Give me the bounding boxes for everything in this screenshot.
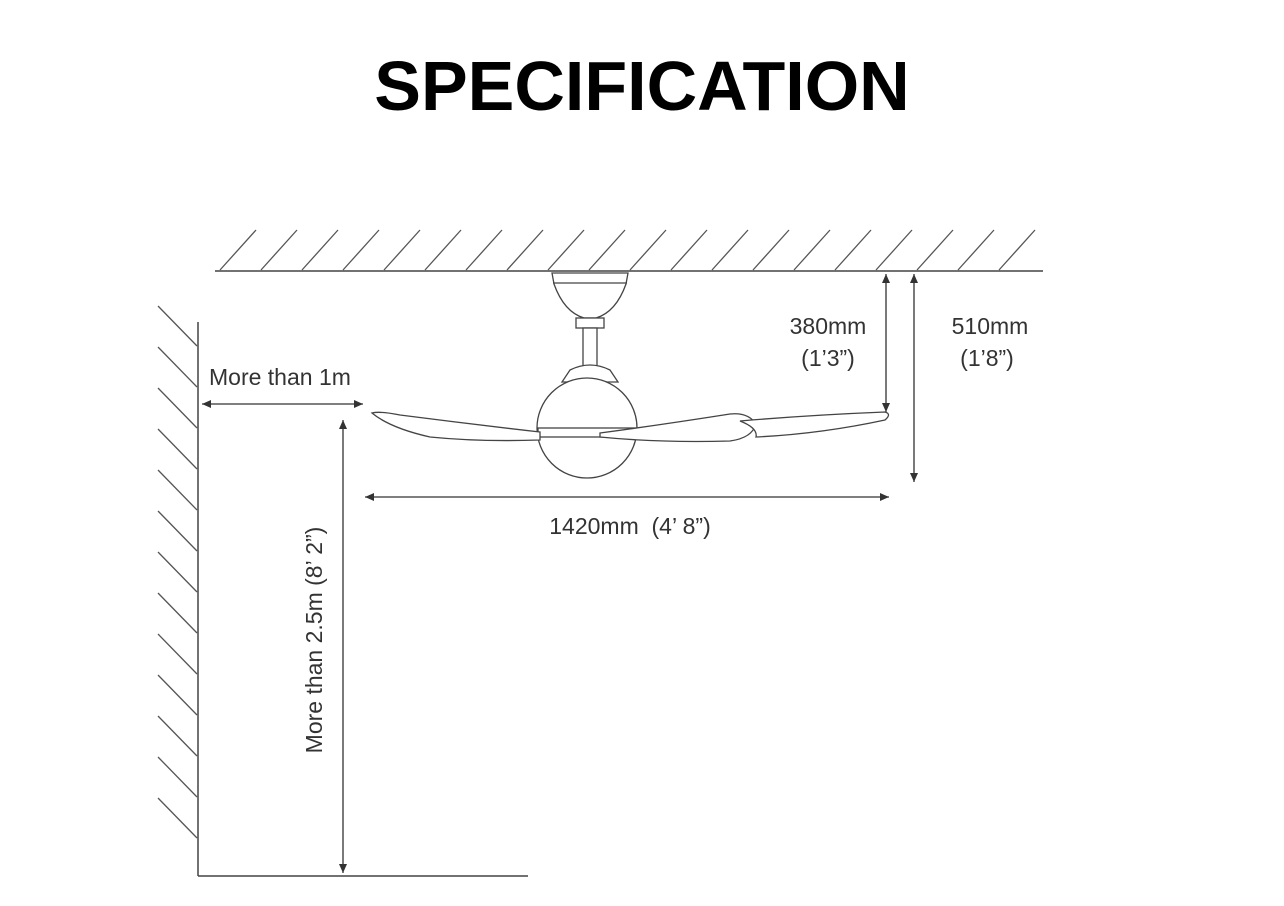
ceiling-hatch-line	[875, 229, 913, 271]
ceiling-fan	[370, 272, 890, 479]
ceiling-hatch-line	[219, 229, 257, 271]
wall-hatch-line	[157, 469, 198, 511]
wall-hatch-line	[157, 592, 198, 634]
ceiling-hatch-line	[465, 229, 503, 271]
fan-canopy	[551, 272, 629, 319]
fan-downrod	[582, 327, 598, 369]
motor-top	[560, 364, 620, 383]
ceiling-hatch-line	[916, 229, 954, 271]
page-title: SPECIFICATION	[374, 47, 910, 125]
wall-hatch-line	[157, 715, 198, 757]
total-height-imperial: (1’8”)	[960, 345, 1014, 371]
total-height-metric: 510mm	[952, 313, 1029, 339]
ceiling-hatch	[219, 229, 1036, 271]
ceiling-hatch-line	[834, 229, 872, 271]
ceiling-hatch-line	[383, 229, 421, 271]
floor-clearance-label: More than 2.5m (8’ 2”)	[301, 527, 327, 754]
downrod-height-imperial: (1’3”)	[801, 345, 855, 371]
ceiling-hatch-line	[670, 229, 708, 271]
wall-hatch-line	[157, 387, 198, 429]
wall-hatch-line	[157, 551, 198, 593]
ceiling-hatch-line	[711, 229, 749, 271]
wall-hatch-line	[157, 305, 198, 347]
sweep-label: 1420mm (4’ 8”)	[549, 513, 710, 539]
ceiling-hatch-line	[301, 229, 339, 271]
ceiling-hatch-line	[957, 229, 995, 271]
ceiling-hatch-line	[260, 229, 298, 271]
wall-hatch-line	[157, 510, 198, 552]
ceiling-hatch-line	[752, 229, 790, 271]
ceiling-hatch-line	[588, 229, 626, 271]
ceiling-hatch-line	[547, 229, 585, 271]
wall-hatch	[157, 305, 198, 839]
fan-blade-right	[739, 411, 890, 438]
wall-hatch-line	[157, 633, 198, 675]
wall-clearance-label: More than 1m	[209, 364, 351, 390]
wall-hatch-line	[157, 797, 198, 839]
wall	[157, 305, 528, 877]
wall-hatch-line	[157, 674, 198, 716]
downrod-height-metric: 380mm	[790, 313, 867, 339]
ceiling-hatch-line	[629, 229, 667, 271]
wall-hatch-line	[157, 428, 198, 470]
ceiling-hatch-line	[342, 229, 380, 271]
ceiling-hatch-line	[998, 229, 1036, 271]
wall-hatch-line	[157, 346, 198, 388]
wall-hatch-line	[157, 756, 198, 798]
ceiling-hatch-line	[424, 229, 462, 271]
fan-blade-left	[370, 411, 541, 442]
canopy-collar	[575, 317, 605, 329]
ceiling-hatch-line	[793, 229, 831, 271]
ceiling-hatch-line	[506, 229, 544, 271]
ceiling	[215, 229, 1043, 272]
